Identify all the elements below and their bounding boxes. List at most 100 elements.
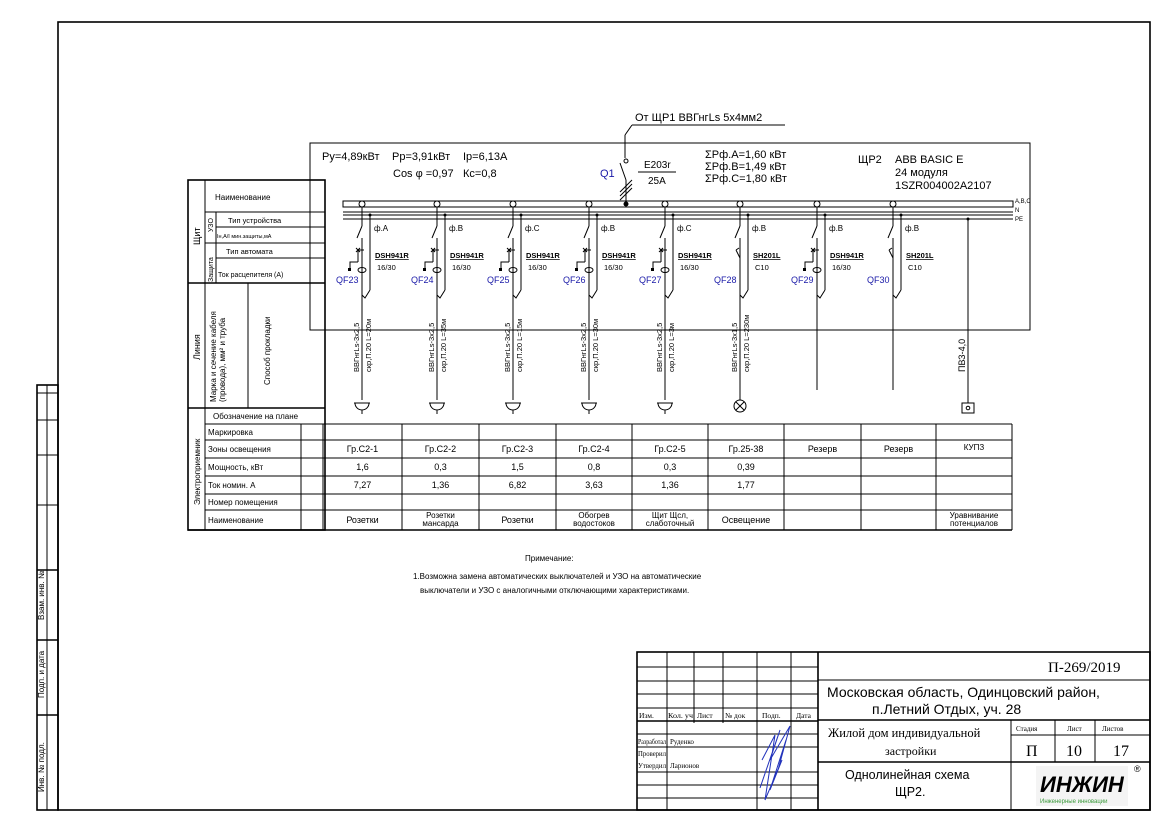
bus-tap-icon xyxy=(889,200,897,208)
cell-current: 3,63 xyxy=(585,480,603,490)
col-data: Дата xyxy=(796,711,812,720)
bus-tap-icon xyxy=(813,200,821,208)
cell-zone: Резерв xyxy=(884,444,913,454)
col-izm: Изм. xyxy=(639,711,654,720)
device-type: DSH941R xyxy=(526,251,560,260)
rcbo-trip-icon xyxy=(803,268,806,271)
phase-label: ф.B xyxy=(829,224,843,233)
panel-model: ABB BASIC E xyxy=(895,154,963,166)
name-developer: Руденко xyxy=(670,738,694,746)
row-breaker-type: Тип автомата xyxy=(226,247,274,256)
pe-feeder: ПВЗ-4,0 xyxy=(957,217,975,414)
rcbo-toroid-icon xyxy=(508,267,518,273)
breaker-id: QF23 xyxy=(336,275,359,285)
row-name: Наименование xyxy=(215,193,271,202)
stamp-inv-original: Инв. № подл. xyxy=(37,742,46,792)
sheet-title-2: ЩР2. xyxy=(895,785,925,799)
device-rating: 16/30 xyxy=(377,263,396,272)
breaker-id: QF28 xyxy=(714,275,737,285)
installed-power: Py=4,89кВт xyxy=(322,151,380,163)
bus-tap-icon xyxy=(661,200,669,208)
cell-power: 0,3 xyxy=(664,462,677,472)
breaker-id: QF30 xyxy=(867,275,890,285)
socket-icon xyxy=(581,402,597,414)
bus-tap-icon xyxy=(433,200,441,208)
breaker-id: QF29 xyxy=(791,275,814,285)
feeder-merge xyxy=(816,289,826,299)
q1-rating: 25A xyxy=(648,176,666,187)
cell-zone: Гр.С2-4 xyxy=(578,444,609,454)
breaker-id: QF24 xyxy=(411,275,434,285)
lamp-icon xyxy=(733,399,747,413)
device-rating: C10 xyxy=(908,263,922,272)
cell-name: Щит Щсл,слаботочный xyxy=(646,511,695,528)
row-marking: Маркировка xyxy=(208,428,253,437)
row-zones: Зоны освещения xyxy=(208,445,271,454)
demand-factor: Кс=0,8 xyxy=(463,168,497,180)
cell-current: 7,27 xyxy=(354,480,372,490)
panel-article: 1SZR004002A2107 xyxy=(895,180,992,192)
device-rating: 16/30 xyxy=(832,263,851,272)
device-type: DSH941R xyxy=(450,251,484,260)
cable-type: ВВГнгLs-3х2,5 xyxy=(352,323,361,372)
title-block: Изм. Кол. уч Лист № док Подп. Дата Разра… xyxy=(636,651,1151,811)
cable-laying: скр,П.20 L=20м xyxy=(364,319,373,372)
rcbo-trip-icon xyxy=(423,268,426,271)
cell-name: Освещение xyxy=(722,515,771,525)
address-line-2: п.Летний Отдых, уч. 28 xyxy=(872,701,1021,717)
pe-cable: ПВЗ-4,0 xyxy=(957,339,967,372)
cell-zone: Гр.С2-5 xyxy=(654,444,685,454)
cell-power: 1,6 xyxy=(356,462,369,472)
object-line-1: Жилой дом индивидуальной xyxy=(828,726,981,740)
feeder-merge xyxy=(739,289,749,299)
phase-b-load: ΣPф.B=1,49 кВт xyxy=(705,161,786,173)
cell-current: 1,36 xyxy=(661,480,679,490)
row-laying: Способ прокладки xyxy=(263,317,272,385)
role-developer: Разработал xyxy=(638,738,666,746)
cell-name: Розетки xyxy=(346,515,378,525)
panel-summary: Py=4,89кВт Pp=3,91кВт Ip=6,13A Cos φ =0,… xyxy=(322,149,992,192)
breaker-contact-icon xyxy=(507,225,514,239)
rcbo-icon xyxy=(652,247,667,270)
feeder-merge xyxy=(892,289,902,299)
phase-a-load: ΣPф.A=1,60 кВт xyxy=(705,149,786,161)
bus-tap-icon xyxy=(585,200,593,208)
cell-zone: Гр.С2-3 xyxy=(502,444,533,454)
role-approver: Утвердил xyxy=(638,762,666,770)
breaker-id: QF25 xyxy=(487,275,510,285)
device-type: DSH941R xyxy=(375,251,409,260)
sheet-title-1: Однолинейная схема xyxy=(845,768,969,782)
col-kol: Кол. уч xyxy=(668,711,693,720)
bus-tap-icon xyxy=(736,200,744,208)
phase-label: ф.B xyxy=(905,224,919,233)
bus-pe-label: PE xyxy=(1015,217,1023,223)
feeder-merge xyxy=(512,289,522,299)
socket-icon xyxy=(505,402,521,414)
rcbo-trip-icon xyxy=(575,268,578,271)
object-line-2: застройки xyxy=(885,744,937,758)
panel-name: ЩР2 xyxy=(858,154,882,166)
cable-laying: скр,П.20 L=35м xyxy=(439,319,448,372)
stage-value: П xyxy=(1026,743,1038,760)
cable-laying: скр,П.20 L=15м xyxy=(515,319,524,372)
cell-power: 1,5 xyxy=(511,462,524,472)
device-rating: 16/30 xyxy=(452,263,471,272)
rcbo-toroid-icon xyxy=(660,267,670,273)
phase-label: ф.C xyxy=(525,224,540,233)
section-protection: Защита xyxy=(208,257,215,282)
bus-tap-icon xyxy=(509,200,517,208)
cell-current: 6,82 xyxy=(509,480,527,490)
sheet-value: 10 xyxy=(1066,743,1082,760)
device-type: SH201L xyxy=(906,251,934,260)
device-rating: 16/30 xyxy=(604,263,623,272)
